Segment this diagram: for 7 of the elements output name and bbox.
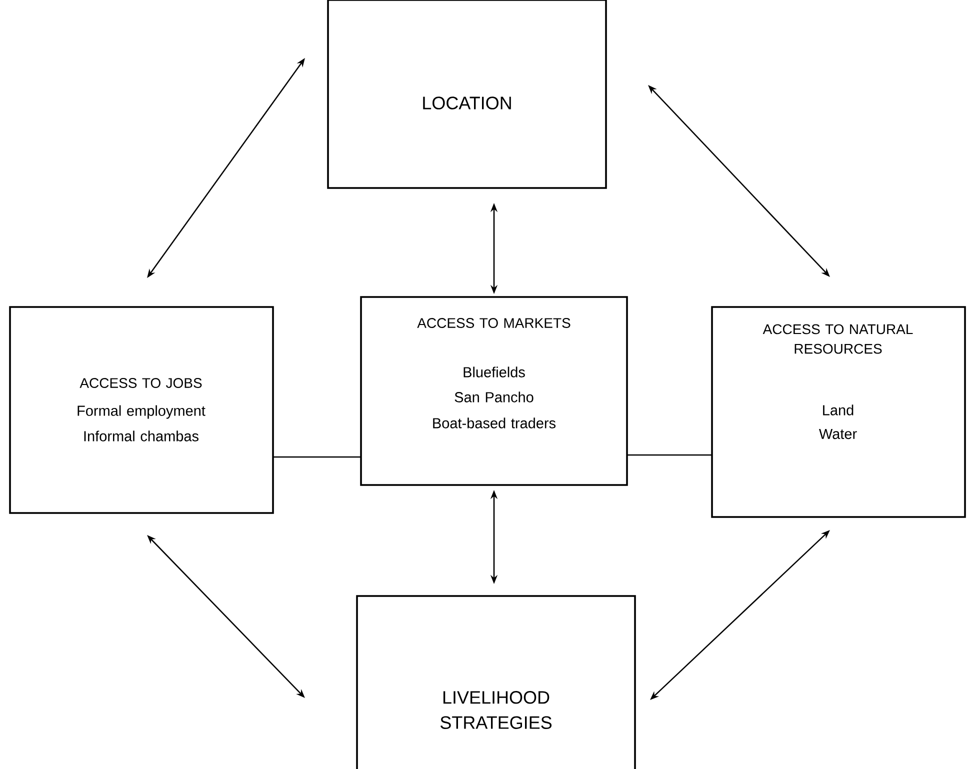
process-box: ACCESS TO NATURAL RESOURCES Land Water [711,306,966,518]
process-box: LOCATION [327,0,607,189]
process-box: LIVELIHOOD STRATEGIES [356,595,636,769]
process-box: ACCESS TO MARKETS Bluefields San Pancho Boat-based traders [360,296,628,486]
connector-line [273,456,361,458]
connector-line [627,454,712,456]
process-box: ACCESS TO JOBS Formal employment Informal chambas [9,306,274,514]
